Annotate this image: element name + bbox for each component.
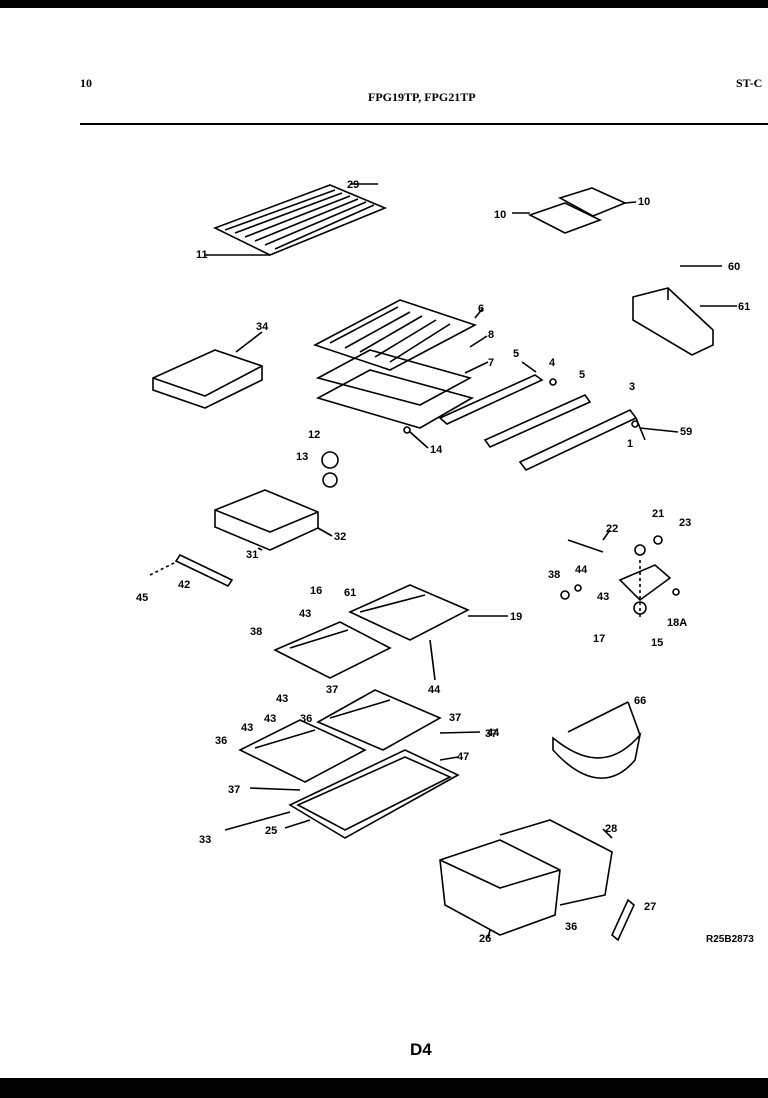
callout-label: 33	[199, 834, 211, 846]
callout-label: 28	[605, 823, 617, 835]
callout-label: 22	[606, 523, 618, 535]
callout-label: 3	[629, 381, 635, 393]
callout-label: 11	[196, 249, 208, 261]
ice-tray-part	[512, 187, 637, 234]
callout-label: 10	[494, 209, 506, 221]
meat-pan-part	[152, 331, 263, 409]
callout-label: 45	[136, 592, 148, 604]
glass-shelf-part	[273, 584, 508, 681]
callout-label: 21	[652, 508, 664, 520]
callout-labels: 1129101060613468754535911412133231222123…	[136, 179, 750, 945]
bracket-part	[632, 265, 737, 356]
callout-label: 5	[513, 348, 519, 360]
callout-label: 1	[627, 438, 633, 450]
callout-label: 5	[579, 369, 585, 381]
callout-label: 37	[228, 784, 240, 796]
crisper-drawer-part	[439, 819, 635, 942]
callout-label: 15	[651, 637, 663, 649]
callout-label: 17	[593, 633, 605, 645]
callout-label: 61	[738, 301, 750, 313]
callout-label: 19	[510, 611, 522, 623]
callout-label: 10	[638, 196, 650, 208]
callout-label: 8	[488, 329, 494, 341]
callout-label: 61	[344, 587, 356, 599]
crisper-shelf-frame-part	[224, 749, 460, 839]
callout-label: 18A	[667, 617, 687, 629]
callout-label: 43	[299, 608, 311, 620]
callout-label: 36	[215, 735, 227, 747]
header-right-code: ST-C	[736, 76, 763, 90]
callout-label: 4	[549, 357, 556, 369]
callout-label: 32	[334, 531, 346, 543]
callout-label: 43	[241, 722, 253, 734]
callout-label: 13	[296, 451, 308, 463]
callout-label: 43	[264, 713, 276, 725]
callout-label: 16	[310, 585, 322, 597]
callout-label: 44	[575, 564, 588, 576]
callout-label: 12	[308, 429, 320, 441]
callout-label: 38	[548, 569, 560, 581]
callout-label: 27	[644, 901, 656, 913]
dairy-drawer-part	[214, 489, 333, 551]
shelf-trim-part	[149, 553, 234, 588]
callout-label: 23	[679, 517, 691, 529]
callout-label: 14	[430, 444, 443, 456]
callout-label: 29	[347, 179, 359, 191]
header-rule	[80, 123, 768, 125]
wire-shelf-part	[205, 183, 388, 256]
callout-label: 59	[680, 426, 692, 438]
top-border-bar	[0, 0, 768, 8]
drawing-reference: R25B2873	[706, 934, 754, 945]
callout-label: 37	[449, 712, 461, 724]
callout-label: 47	[457, 751, 469, 763]
callout-label: 66	[634, 695, 646, 707]
header-model-numbers: FPG19TP, FPG21TP	[368, 90, 476, 104]
lower-glass-shelf-part	[238, 689, 481, 791]
callout-label: 43	[276, 693, 288, 705]
callout-label: 38	[250, 626, 262, 638]
callout-label: 26	[479, 933, 491, 945]
callout-label: 42	[178, 579, 190, 591]
callout-label: 60	[728, 261, 740, 273]
callout-label: 43	[597, 591, 609, 603]
callout-label: 44	[428, 684, 441, 696]
damper-assembly-part	[560, 529, 680, 620]
callout-label: 7	[488, 357, 494, 369]
header-left-code: 10	[80, 76, 92, 90]
callout-label: 36	[565, 921, 577, 933]
door-bin-part	[552, 701, 642, 779]
callout-label: 44	[487, 727, 500, 739]
page-number: D4	[410, 1040, 432, 1059]
crisper-cover-part	[312, 299, 489, 429]
callout-label: 37	[326, 684, 338, 696]
bottom-border-bar	[0, 1078, 768, 1098]
callout-label: 37	[485, 728, 497, 740]
roller-part	[321, 451, 339, 488]
callout-label: 31	[246, 549, 258, 561]
callout-label: 6	[478, 303, 484, 315]
callout-label: 34	[256, 321, 269, 333]
shelf-rail-part	[403, 361, 679, 472]
callout-label: 36	[300, 713, 312, 725]
callout-label: 25	[265, 825, 277, 837]
